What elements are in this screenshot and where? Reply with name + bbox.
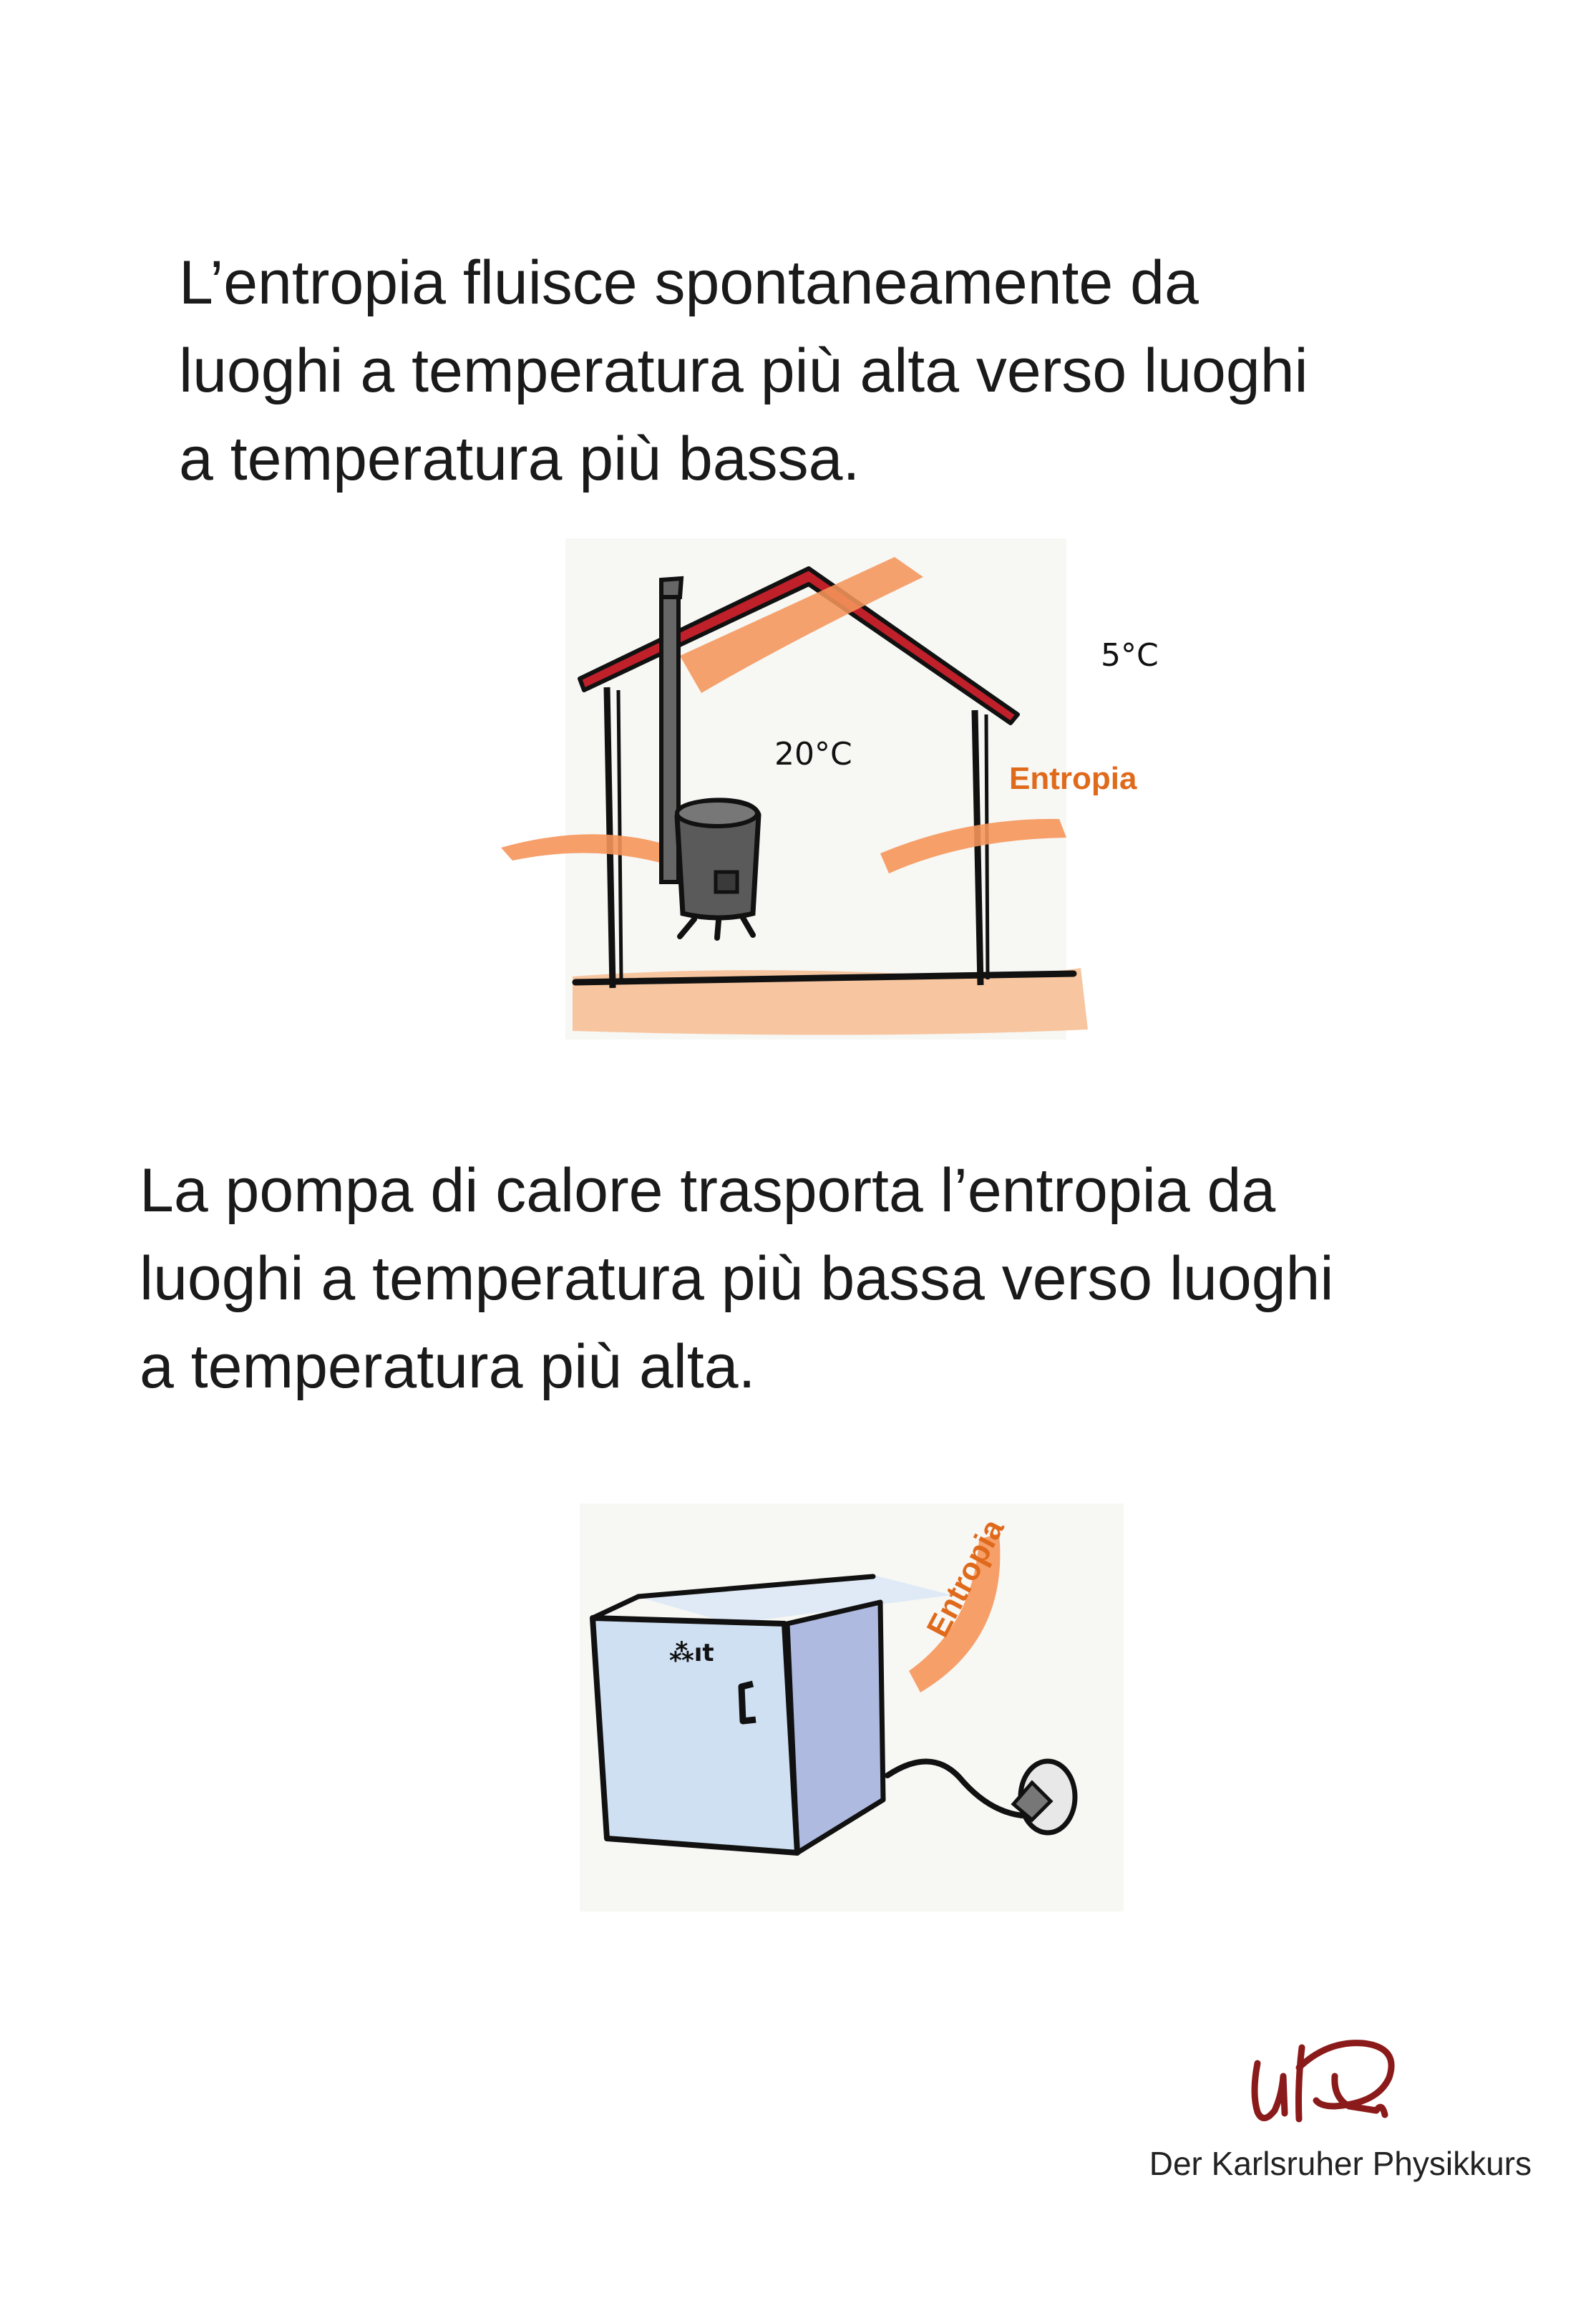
credit-text: Der Karlsruher Physikkurs — [1149, 2145, 1532, 2182]
fridge-top-edge — [636, 1574, 876, 1599]
statement-1-line: L’entropia fluisce spontaneamente da — [179, 248, 1199, 317]
statement-2: La pompa di calore trasporta l’entropia … — [140, 1147, 1571, 1411]
statement-2-line: luoghi a temperatura più bassa verso luo… — [140, 1244, 1334, 1313]
stove-top — [675, 798, 759, 828]
fridge-handle — [738, 1680, 756, 1725]
fridge-top-edge-left — [590, 1594, 641, 1621]
statement-1-line: a temperatura più bassa. — [179, 425, 860, 493]
chimney-top — [659, 576, 684, 599]
stove-legs — [677, 915, 756, 941]
logo-signature — [1251, 2040, 1395, 2123]
left-wall-inner — [616, 689, 623, 982]
karlsruher-physikkurs-logo — [1251, 2040, 1395, 2123]
statement-1-line: luoghi a temperatura più alta verso luog… — [179, 336, 1308, 405]
statement-2-line: La pompa di calore trasporta l’entropia … — [140, 1156, 1276, 1225]
inside-temperature: 20°C — [774, 736, 852, 772]
entropy-arrow-left — [501, 834, 709, 879]
right-wall-inner — [984, 714, 990, 980]
entropy-arrow-right — [880, 818, 1066, 873]
statement-1: L’entropia fluisce spontaneamente da luo… — [179, 239, 1539, 503]
power-cable — [885, 1758, 1025, 1818]
outside-temperature: 5°C — [1101, 637, 1159, 674]
statement-2-line: a temperatura più alta. — [140, 1332, 756, 1401]
power-plug — [1011, 1780, 1054, 1823]
heat-pump-illustration: Entropia ⁂ıt — [580, 1503, 1124, 1911]
fridge-door — [590, 1615, 800, 1856]
house-illustration: 20°C 5°C Entropia — [501, 538, 1159, 1040]
entropy-arrow-roof — [680, 557, 923, 693]
fridge-control-marks: ⁂ıt — [669, 1639, 714, 1667]
ground — [573, 968, 1088, 1035]
stove-door — [714, 870, 739, 894]
floor-line — [572, 970, 1077, 986]
right-wall — [971, 709, 984, 986]
entropy-label: Entropia — [1009, 761, 1137, 796]
fridge-top — [637, 1575, 952, 1624]
entropy-arrow — [909, 1533, 1001, 1692]
